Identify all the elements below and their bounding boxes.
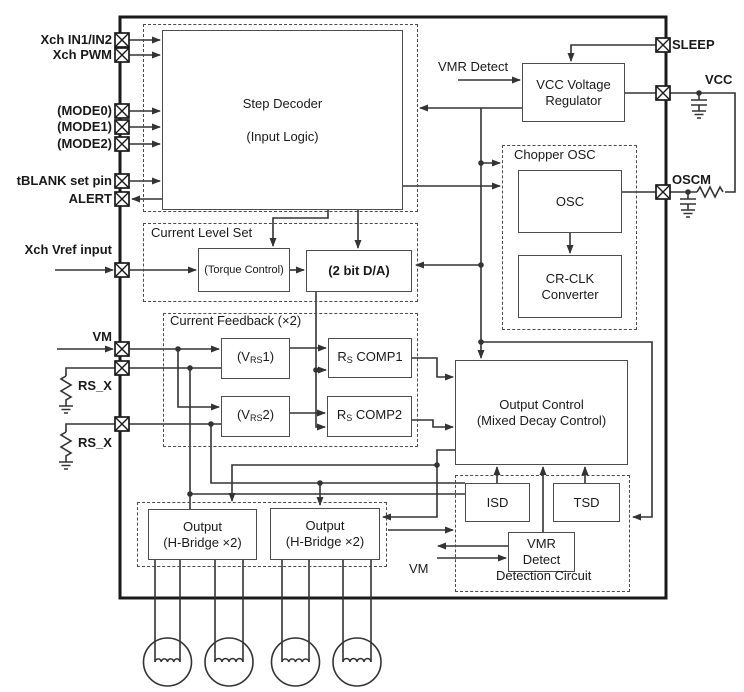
pin-label-xch-in1-in2: Xch IN1/IN2 [40,32,112,47]
pin-icon-xch-pwm [114,47,130,63]
torque-control-label: (Torque Control) [204,264,284,276]
block-output-hbridge-2: Output (H-Bridge ×2) [270,508,380,560]
vm-bottom-label: VM [409,561,429,576]
pin-icon-tblank [114,173,130,189]
vcc-oscm-external-network [670,92,736,218]
pin-icon-vref [114,262,130,278]
rs-comp1-label: RS COMP1 [337,348,403,365]
pin-icon-alert [114,191,130,207]
dac-label: (2 bit D/A) [328,263,390,278]
resistor-icon [59,423,115,470]
current-feedback-title: Current Feedback (×2) [170,313,302,328]
pin-label-vcc: VCC [705,72,733,87]
block-step-decoder: Step Decoder (Input Logic) [162,30,403,210]
detection-circuit-title: Detection Circuit [496,568,592,583]
ground-icon [692,110,706,119]
output-control-line1: Output Control [499,396,584,412]
pin-icon-oscm [655,184,671,200]
block-rs-comp1: RS COMP1 [328,338,412,378]
block-vmr-detect: VMR Detect [508,532,575,572]
pin-label-mode0: (MODE0) [57,103,112,118]
pin-label-tblank: tBLANK set pin [16,173,112,188]
block-vrs1: (VRS1) [221,338,290,379]
pin-label-vref: Xch Vref input [24,242,112,257]
motor-coil-icon [142,560,193,687]
pin-icon-vm [114,341,130,357]
block-vrs2: (VRS2) [221,396,290,437]
pin-icon-sleep [655,37,671,53]
motor-coils [142,560,382,687]
block-output-control: Output Control (Mixed Decay Control) [455,360,628,465]
capacitor-icon [691,93,707,119]
pin-icon-rsx1 [114,360,130,376]
junction-dots [175,90,702,497]
output-control-line2: (Mixed Decay Control) [476,412,607,428]
rs-comp2-label: RS COMP2 [336,407,403,423]
wires [55,36,656,562]
block-output-hbridge-1: Output (H-Bridge ×2) [148,509,257,560]
pin-label-rsx1: RS_X [78,378,112,393]
pin-label-rsx2: RS_X [78,435,112,450]
osc-label: OSC [555,193,585,209]
cr-clk-line1: CR-CLK [545,270,595,286]
vmr-detect-line1: VMR [527,536,556,551]
cr-clk-line2: Converter [541,286,599,302]
group-step-decoder [143,24,418,212]
vmr-detect-signal-label: VMR Detect [438,59,509,74]
ground-icon [59,405,73,414]
pin-label-mode1: (MODE1) [57,119,112,134]
pin-label-oscm: OSCM [672,172,711,187]
vcc-regulator-line2: Regulator [545,92,602,108]
pin-icon-mode2 [114,136,130,152]
step-decoder-line1: Step Decoder [242,95,323,111]
tsd-label: TSD [573,494,600,510]
motor-coil-icon [204,560,254,687]
vcc-regulator-line1: VCC Voltage [536,76,611,92]
resistor-icon [696,185,724,199]
resistor-icon [59,367,115,414]
chip-boundary [118,15,668,600]
ground-icon [681,209,695,218]
pin-icon-rsx2 [114,416,130,432]
block-dac: (2 bit D/A) [306,250,412,292]
block-rs-comp2: RS COMP2 [327,396,412,437]
group-chopper-osc [502,145,637,330]
pin-label-sleep: SLEEP [672,37,715,52]
pin-label-xch-pwm: Xch PWM [52,47,112,62]
pin-icon-xch-in1-in2 [114,32,130,48]
block-torque-control: (Torque Control) [198,248,290,292]
motor-coil-icon [270,560,321,687]
pin-icon-mode1 [114,119,130,135]
rs-x-external-resistors [59,367,115,470]
pin-label-alert: ALERT [68,191,112,206]
motor-coil-icon [332,560,382,687]
pin-label-vm: VM [92,329,113,344]
isd-label: ISD [486,494,509,510]
output2-line2: (H-Bridge ×2) [285,534,365,549]
vmr-detect-line2: Detect [522,552,561,567]
vrs2-label: (VRS2) [236,407,275,423]
pin-icon-mode0 [114,103,130,119]
pin-label-mode2: (MODE2) [57,136,112,151]
ground-icon [59,461,73,470]
group-output [137,502,387,567]
output2-line1: Output [305,518,345,533]
group-current-feedback [163,313,418,447]
chopper-osc-title: Chopper OSC [514,147,596,162]
current-level-set-title: Current Level Set [151,225,253,240]
group-detection-circuit [455,475,630,592]
capacitor-icon [680,192,696,218]
block-isd: ISD [465,483,530,522]
block-osc: OSC [518,170,622,233]
output1-line2: (H-Bridge ×2) [163,534,242,550]
pin-icon-vcc [655,85,671,101]
output1-line1: Output [182,518,223,534]
step-decoder-line2: (Input Logic) [246,128,319,144]
block-tsd: TSD [553,483,620,522]
vrs1-label: (VRS1) [236,349,275,365]
block-vcc-regulator: VCC Voltage Regulator [522,63,625,122]
block-cr-clk-converter: CR-CLK Converter [518,255,622,318]
